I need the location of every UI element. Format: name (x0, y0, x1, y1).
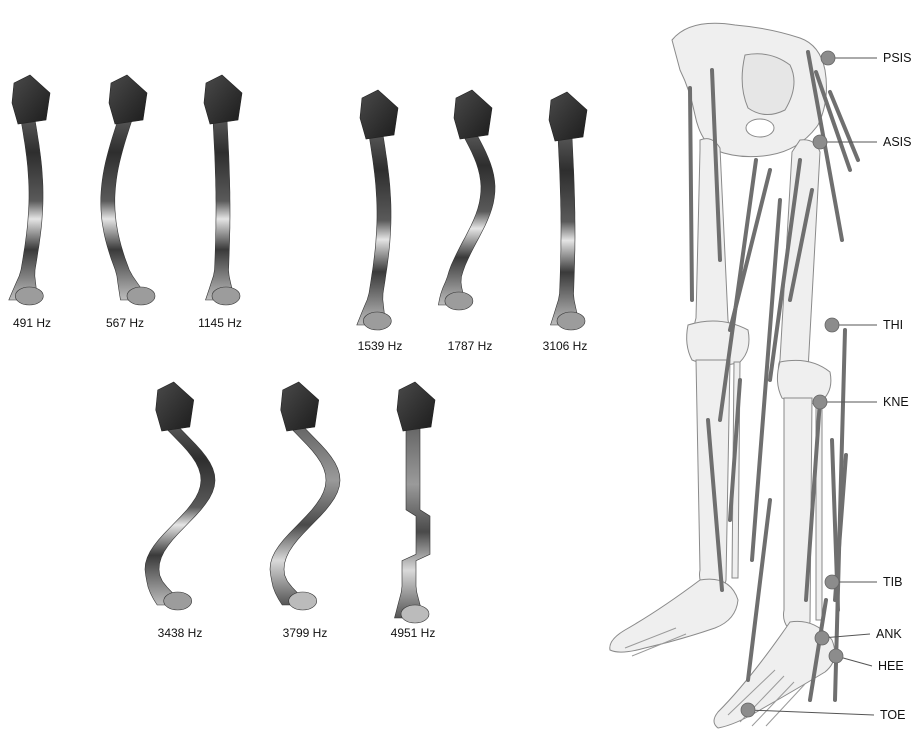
mode-shape-1: 567 Hz (101, 75, 155, 330)
mode-shape-4: 1787 Hz (438, 90, 495, 353)
mode-shape-2: 1145 Hz (198, 75, 242, 330)
marker-dot (815, 631, 829, 645)
marker-psis: PSIS (821, 51, 912, 65)
bone-distal-end (289, 592, 317, 610)
bone-shaft (395, 427, 431, 618)
bone-distal-end (15, 287, 43, 305)
mode-frequency-label: 491 Hz (13, 316, 51, 330)
marker-label: ANK (876, 627, 902, 641)
marker-asis: ASIS (813, 135, 912, 149)
bone-shaft (270, 427, 340, 605)
femur-left (695, 139, 729, 340)
marker-label: PSIS (883, 51, 912, 65)
leg-skeleton-model (610, 23, 835, 728)
bone-shaft (101, 120, 150, 300)
foot-left (610, 579, 738, 652)
bone-shaft (438, 135, 495, 305)
mode-shape-0: 491 Hz (9, 75, 51, 330)
marker-thi: THI (825, 318, 903, 332)
bone-head (360, 90, 398, 139)
mode-frequency-label: 3438 Hz (158, 626, 203, 640)
marker-leader-line (748, 710, 874, 715)
bone-distal-end (363, 312, 391, 330)
marker-dot (813, 135, 827, 149)
bone-shaft (357, 135, 391, 325)
mode-frequency-label: 1145 Hz (198, 316, 242, 330)
mode-frequency-label: 567 Hz (106, 316, 144, 330)
bone-head (281, 382, 319, 431)
bone-distal-end (212, 287, 240, 305)
marker-dot (741, 703, 755, 717)
mode-frequency-label: 1787 Hz (448, 339, 493, 353)
marker-label: KNE (883, 395, 909, 409)
bone-distal-end (557, 312, 585, 330)
obturator-foramen (746, 119, 774, 137)
mode-frequency-label: 3106 Hz (543, 339, 588, 353)
marker-tib: TIB (825, 575, 902, 589)
muscle-line (690, 88, 692, 300)
bone-head (397, 382, 435, 431)
bone-shaft (9, 120, 43, 300)
bone-head (12, 75, 50, 124)
bone-distal-end (127, 287, 155, 305)
marker-dot (825, 575, 839, 589)
marker-label: ASIS (883, 135, 912, 149)
mode-shape-8: 4951 Hz (391, 382, 436, 640)
bone-head (549, 92, 587, 141)
marker-hee: HEE (829, 649, 904, 673)
bone-head (454, 90, 492, 139)
mode-shape-5: 3106 Hz (543, 92, 588, 353)
marker-kne: KNE (813, 395, 909, 409)
bone-shaft (145, 427, 215, 605)
mode-frequency-label: 4951 Hz (391, 626, 436, 640)
bone-distal-end (445, 292, 473, 310)
muscle-line (748, 500, 770, 680)
bone-distal-end (401, 605, 429, 623)
marker-label: HEE (878, 659, 904, 673)
marker-label: THI (883, 318, 903, 332)
mode-shape-3: 1539 Hz (357, 90, 403, 353)
marker-label: TOE (880, 708, 905, 722)
marker-dot (829, 649, 843, 663)
bone-head (204, 75, 242, 124)
mode-shape-7: 3799 Hz (270, 382, 340, 640)
muscle-line (752, 200, 780, 560)
knee-left (687, 321, 749, 366)
marker-dot (821, 51, 835, 65)
marker-dot (825, 318, 839, 332)
mode-frequency-label: 3799 Hz (283, 626, 328, 640)
bone-shaft (206, 120, 235, 300)
bone-distal-end (164, 592, 192, 610)
bone-shaft (551, 137, 580, 325)
bone-head (109, 75, 147, 124)
mode-shape-6: 3438 Hz (145, 382, 215, 640)
mode-shapes-group: 491 Hz 567 Hz 1145 Hz 1539 Hz 1787 Hz 3106 Hz… (9, 75, 588, 640)
marker-dot (813, 395, 827, 409)
bone-head (156, 382, 194, 431)
marker-label: TIB (883, 575, 902, 589)
sacrum (742, 54, 794, 115)
mode-frequency-label: 1539 Hz (358, 339, 403, 353)
